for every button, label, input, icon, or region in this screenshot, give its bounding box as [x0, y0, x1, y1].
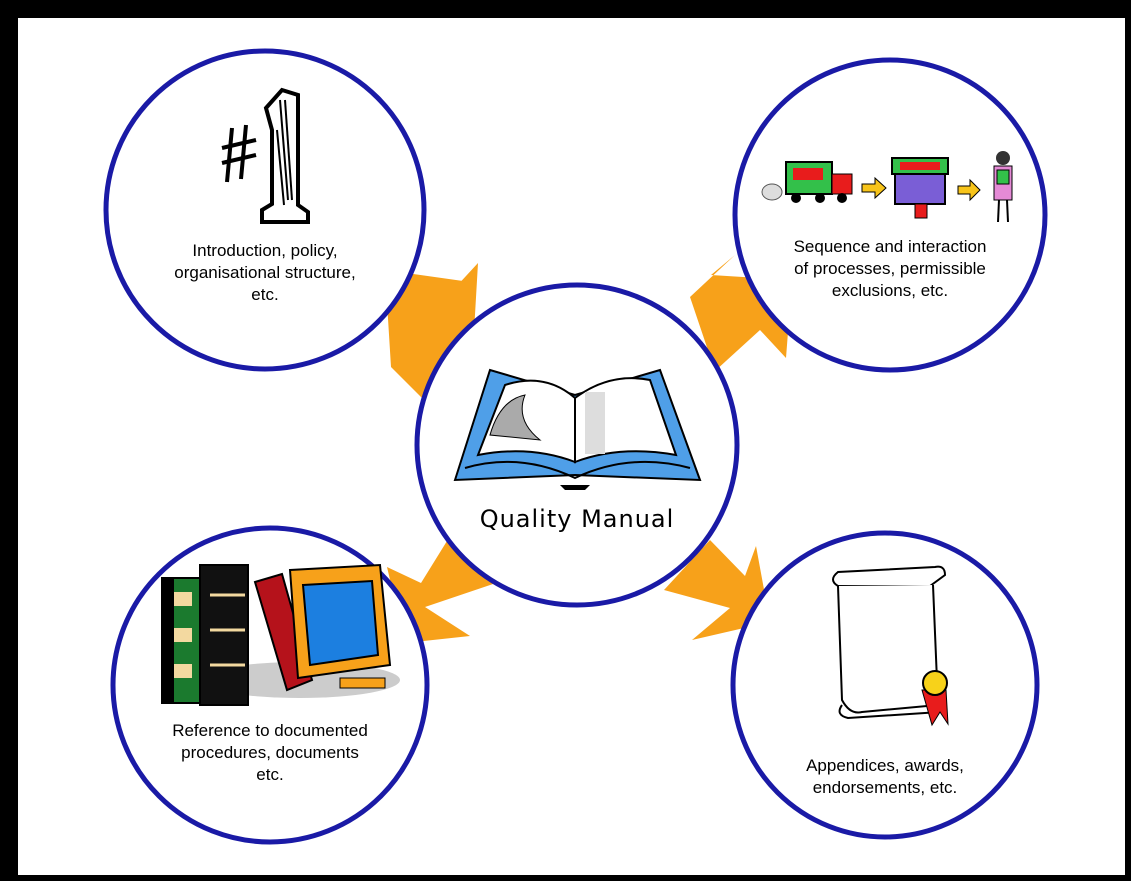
label-bottom-left-line-2: procedures, documents — [181, 743, 359, 762]
label-top-right-line-1: Sequence and interaction — [793, 237, 987, 256]
circle-top-right — [732, 57, 1048, 373]
label-top-right-line-3: exclusions, etc. — [831, 281, 949, 300]
center-title: Quality Manual — [479, 505, 675, 533]
label-bottom-left-line-3: etc. — [256, 765, 284, 784]
number-one-icon — [221, 87, 310, 224]
label-bottom-left-line-1: Reference to documented — [172, 721, 368, 740]
scroll-award-icon — [832, 565, 949, 727]
label-top-left-line-2: organisational structure, — [174, 263, 356, 282]
label-top-right: Sequence and interaction of processes, p… — [745, 236, 1035, 302]
label-bottom-right-line-2: endorsements, etc. — [812, 778, 958, 797]
label-bottom-left: Reference to documented procedures, docu… — [125, 720, 415, 786]
books-computer-icon — [161, 563, 400, 706]
arrow-bottom-right — [664, 540, 770, 640]
label-bottom-right-line-1: Appendices, awards, — [806, 756, 964, 775]
label-top-right-line-2: of processes, permissible — [794, 259, 986, 278]
open-book-icon — [453, 368, 702, 490]
process-flow-icon — [761, 151, 1013, 223]
label-top-left: Introduction, policy, organisational str… — [125, 240, 405, 306]
label-bottom-right: Appendices, awards, endorsements, etc. — [745, 755, 1025, 799]
label-top-left-line-1: Introduction, policy, — [192, 241, 338, 260]
label-top-left-line-3: etc. — [251, 285, 279, 304]
